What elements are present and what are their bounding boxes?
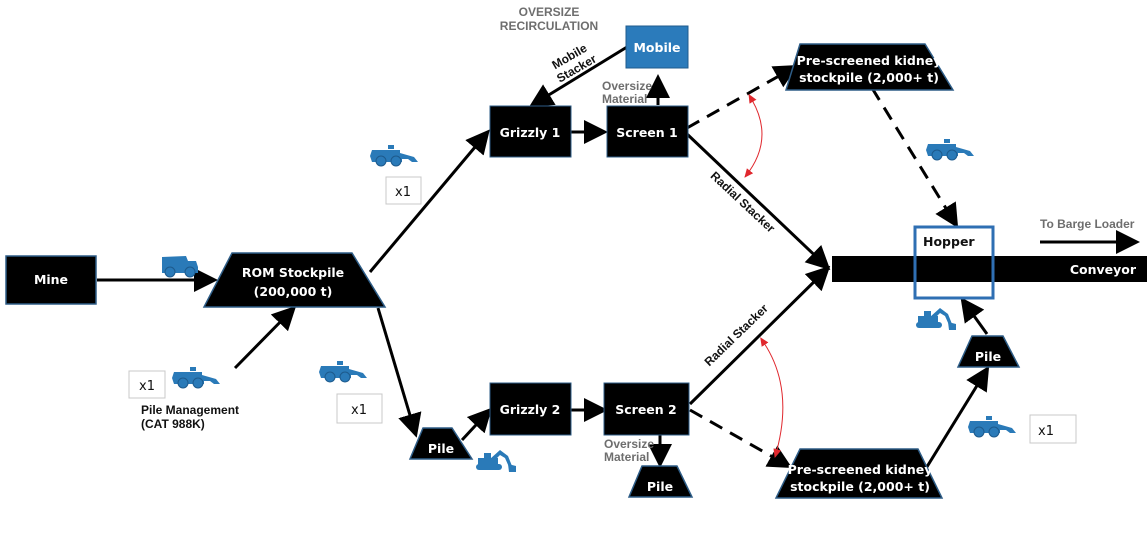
rom-stockpile-label-2: (200,000 t): [254, 284, 333, 299]
count-top-loader: x1: [395, 185, 411, 200]
oversize-material-1-label-2: Material: [602, 92, 647, 106]
hopper-label: Hopper: [923, 234, 975, 249]
dashed-kidney-top-to-hopper: [870, 87, 959, 229]
node-mobile[interactable]: Mobile: [625, 25, 689, 69]
wheel-loader-icon: [318, 360, 368, 383]
arrow-kidney-bottom-to-pile-right: [923, 365, 990, 471]
node-mine[interactable]: Mine: [5, 255, 97, 305]
angle-arc-bottom: [760, 337, 784, 458]
node-grizzly-1[interactable]: Grizzly 1: [489, 105, 572, 158]
node-grizzly-2[interactable]: Grizzly 2: [489, 382, 572, 436]
oversize-recirculation-label-1: OVERSIZE: [519, 5, 580, 19]
count-bottom-loader: x1: [351, 403, 367, 418]
angle-arc-top: [744, 93, 763, 178]
oversize-recirculation-label-2: RECIRCULATION: [500, 19, 598, 33]
excavator-icon: [476, 450, 516, 472]
radial-stacker-1-line: [685, 132, 831, 271]
to-barge-loader-label: To Barge Loader: [1040, 217, 1135, 231]
grizzly-1-label: Grizzly 1: [500, 125, 561, 140]
kidney-bottom-label-2: stockpile (2,000+ t): [790, 479, 930, 494]
node-kidney-top[interactable]: Pre-screened kidney stockpile (2,000+ t): [784, 43, 955, 91]
screen-1-label: Screen 1: [616, 125, 677, 140]
arrow-rom-to-grizzly-1: [368, 129, 490, 273]
rom-stockpile-label-1: ROM Stockpile: [242, 265, 344, 280]
count-pile-mgmt: x1: [139, 379, 155, 394]
node-conveyor[interactable]: Conveyor: [832, 256, 1147, 282]
wheel-loader-icon: [369, 144, 419, 167]
pile-left-label: Pile: [428, 441, 454, 456]
node-rom-stockpile[interactable]: ROM Stockpile (200,000 t): [202, 252, 387, 308]
dashed-screen-1-to-kidney-top: [686, 65, 799, 130]
grizzly-2-label: Grizzly 2: [500, 402, 561, 417]
kidney-top-label-1: Pre-screened kidney: [797, 53, 942, 68]
haul-truck-icon: [161, 255, 199, 278]
count-box-bottom-loader: x1: [336, 393, 383, 424]
node-pile-right[interactable]: Pile: [956, 335, 1021, 368]
arrow-rom-to-pile-left: [376, 307, 422, 438]
excavator-icon: [916, 308, 956, 330]
radial-stacker-2-line: [688, 265, 831, 406]
count-box-top-loader: x1: [385, 176, 422, 205]
wheel-loader-icon: [171, 366, 221, 389]
conveyor-label: Conveyor: [1070, 262, 1137, 277]
oversize-material-2-label-2: Material: [604, 450, 649, 464]
arrow-pile-left-to-grizzly-2: [460, 407, 493, 442]
mobile-label: Mobile: [633, 40, 680, 55]
node-screen-2[interactable]: Screen 2: [603, 382, 690, 436]
kidney-bottom-label-1: Pre-screened kidney: [788, 462, 933, 477]
pile-oversize-label: Pile: [647, 479, 673, 494]
arrow-pile-mgmt-to-rom: [233, 305, 297, 370]
node-hopper[interactable]: Hopper: [913, 225, 995, 300]
node-mine-label: Mine: [34, 272, 68, 287]
arrow-pile-right-to-hopper: [960, 297, 989, 335]
count-right-loader: x1: [1038, 424, 1054, 439]
oversize-material-2-label-1: Oversize: [604, 437, 654, 451]
dashed-screen-2-to-kidney-bottom: [689, 408, 793, 468]
screen-2-label: Screen 2: [615, 402, 676, 417]
pile-management-label-2: (CAT 988K): [141, 417, 205, 431]
oversize-material-1-label-1: Oversize: [602, 79, 652, 93]
count-box-right-loader: x1: [1029, 414, 1077, 444]
count-box-pile-mgmt: x1: [128, 370, 166, 399]
pile-right-label: Pile: [975, 349, 1001, 364]
connectors: [97, 45, 1140, 471]
node-pile-left[interactable]: Pile: [408, 427, 474, 460]
node-screen-1[interactable]: Screen 1: [606, 105, 689, 158]
wheel-loader-icon: [967, 415, 1017, 438]
wheel-loader-icon: [925, 138, 975, 161]
arrow-mobile-to-grizzly-1: [528, 45, 628, 108]
pile-management-label-1: Pile Management: [141, 403, 239, 417]
radial-stacker-1-label: Radial Stacker: [708, 169, 778, 236]
node-pile-oversize[interactable]: Pile: [627, 465, 694, 498]
kidney-top-label-2: stockpile (2,000+ t): [799, 70, 939, 85]
node-kidney-bottom[interactable]: Pre-screened kidney stockpile (2,000+ t): [774, 448, 944, 499]
